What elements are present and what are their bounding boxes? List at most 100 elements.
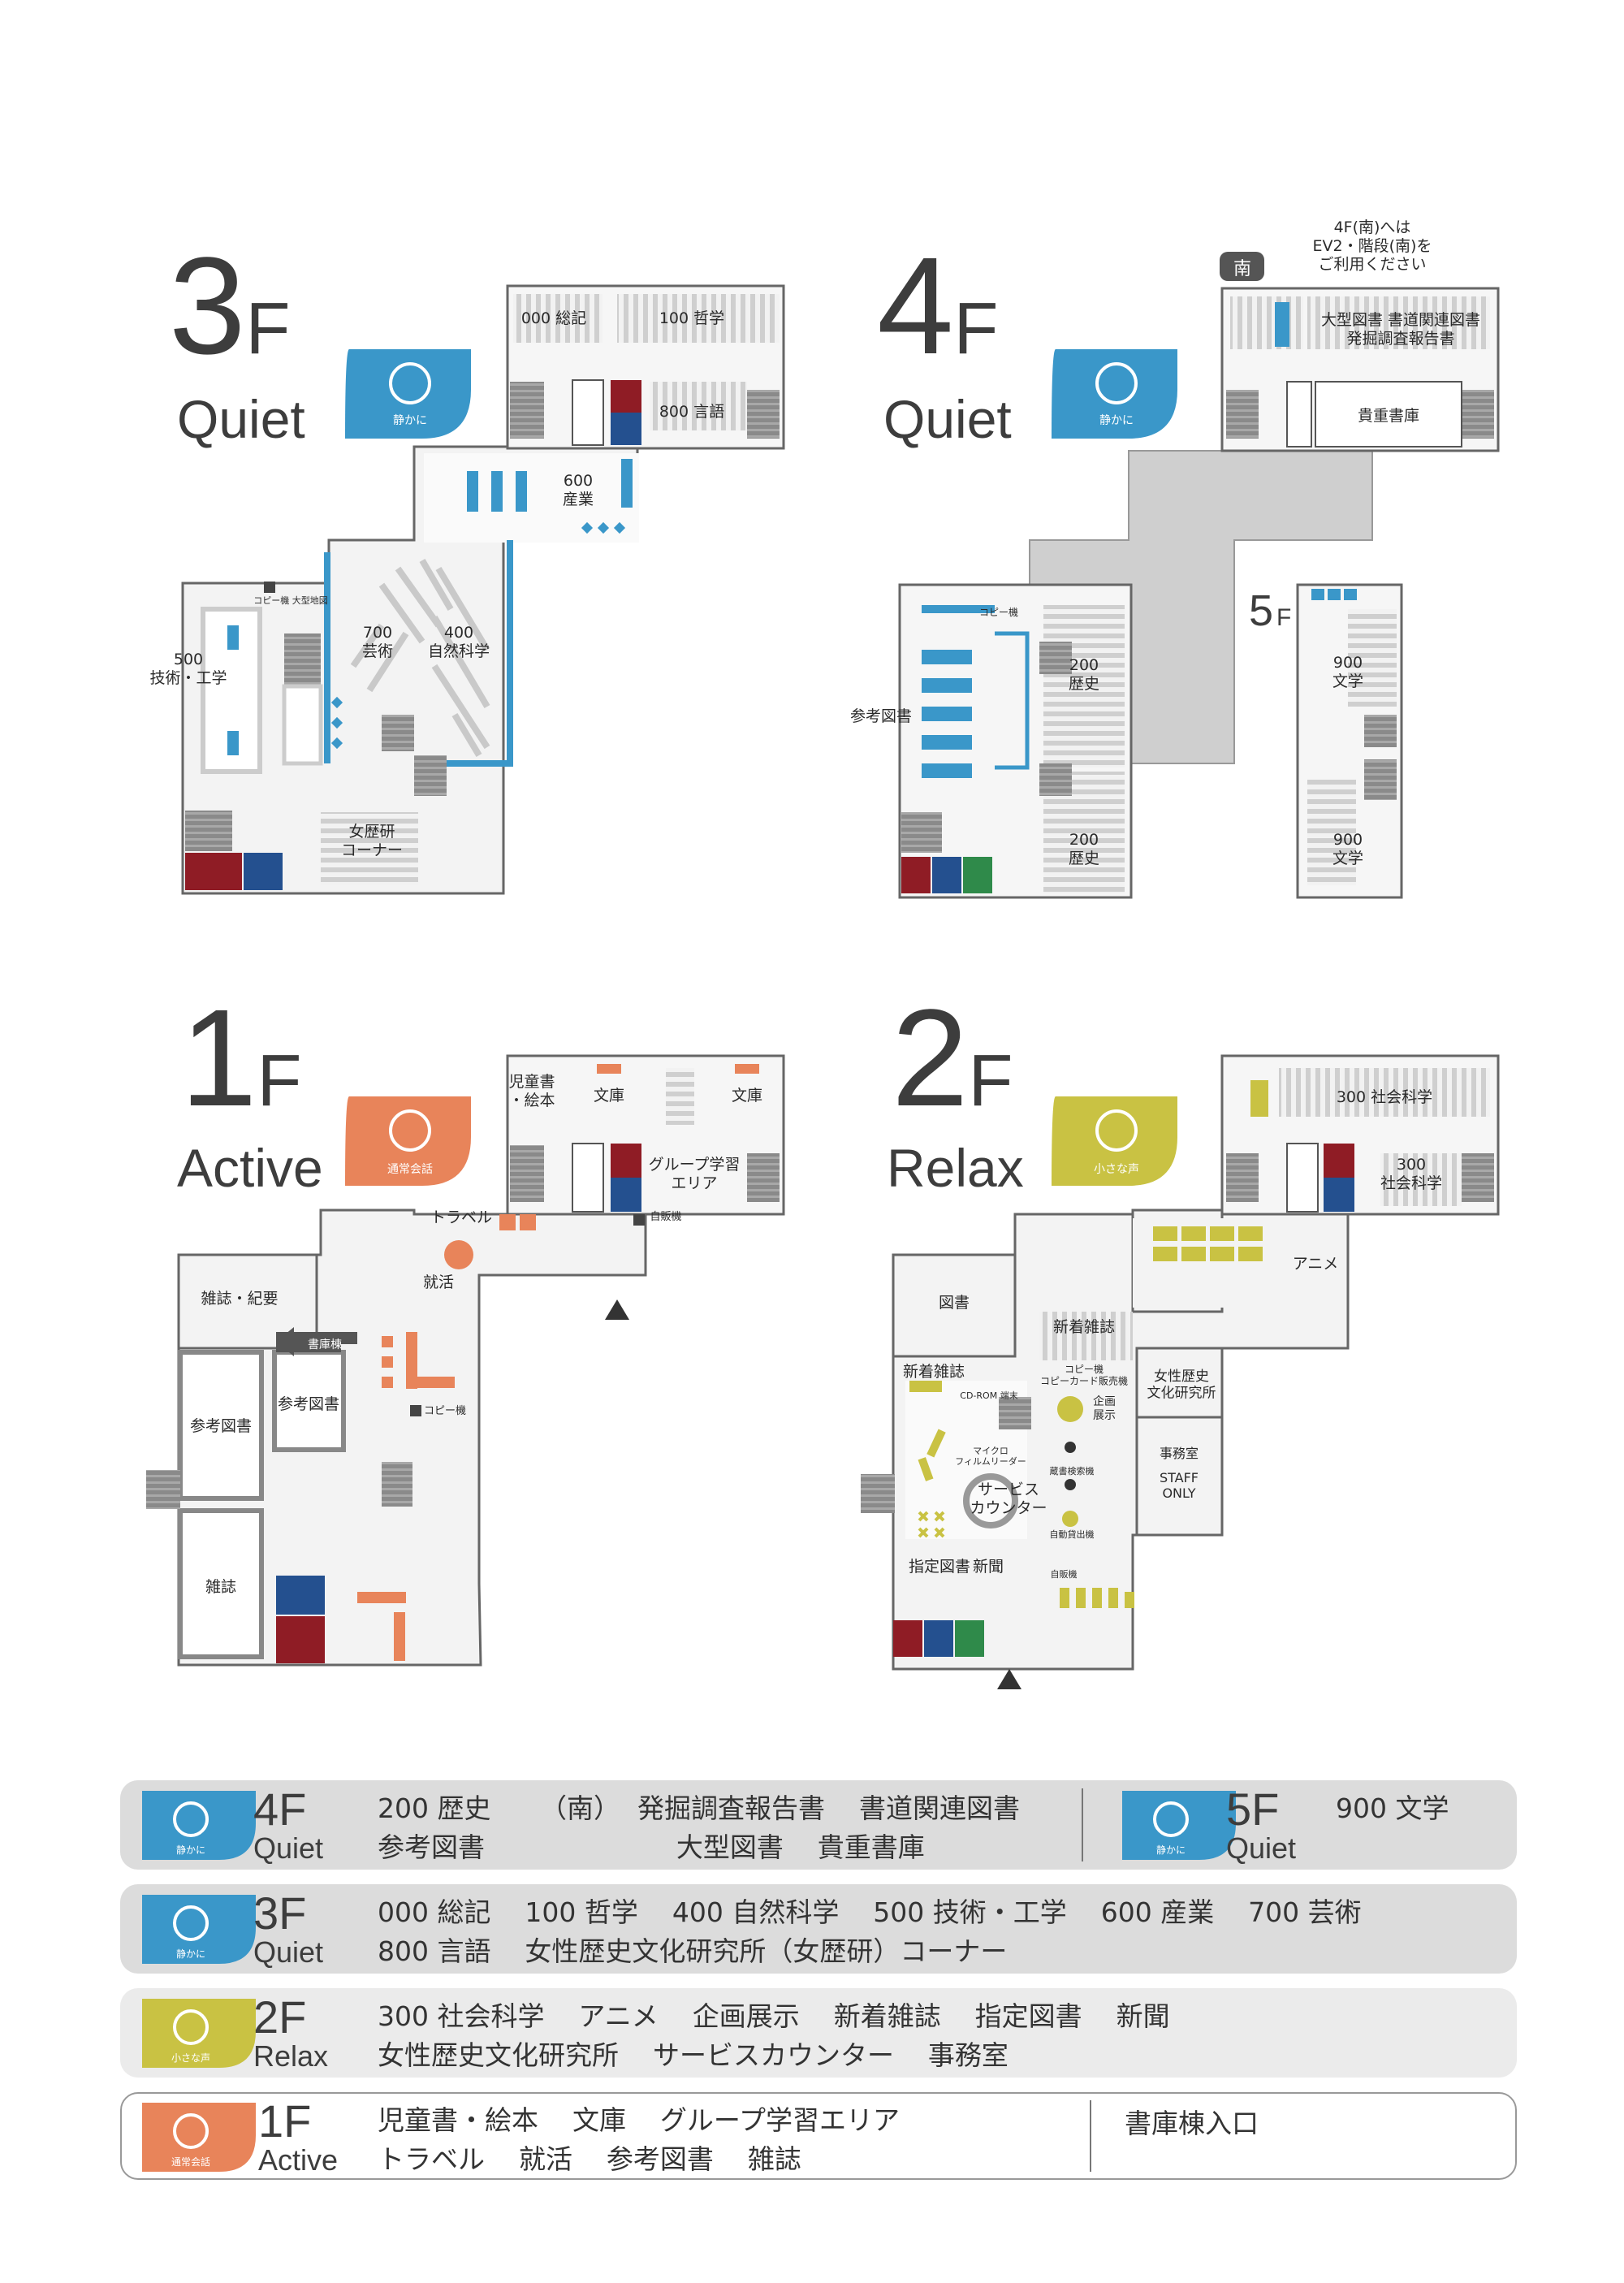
label-news: 新聞 [973, 1558, 1004, 1576]
legend-4f-mid2: 大型図書 貴重書庫 [540, 1831, 925, 1863]
label-100: 100 哲学 [659, 309, 724, 327]
label-vending: 自販機 [1051, 1568, 1078, 1580]
label-children: 児童書・絵本 [508, 1073, 555, 1109]
label-micro: マイクロフィルムリーダー [955, 1446, 1026, 1467]
floor-unit: F [257, 1040, 302, 1122]
legend-3f-line1: 000 総記 100 哲学 400 自然科学 500 技術・工学 600 産業 … [378, 1896, 1362, 1928]
label-anime: アニメ [1293, 1255, 1339, 1273]
legend-floor-mode: Quiet [1226, 1831, 1297, 1865]
label-books: 図書 [939, 1294, 970, 1312]
label-search: 蔵書検索機 [1050, 1465, 1095, 1477]
legend-row-4f [120, 1780, 1517, 1870]
legend-row-2f [120, 1988, 1517, 2078]
legend-1f-line1: 児童書・絵本 文庫 グループ学習エリア [378, 2104, 900, 2136]
badge-3f: 静かに [345, 349, 471, 439]
badge-2f: 小さな声 [1052, 1096, 1177, 1186]
label-reference1: 参考図書 [190, 1417, 252, 1435]
label-service: サービスカウンター [970, 1481, 1047, 1517]
label-cdrom: CD-ROM 端末 [960, 1390, 1017, 1401]
legend-3f-line2: 800 言語 女性歴史文化研究所（女歴研）コーナー [378, 1935, 1008, 1967]
label-office: 事務室 [1160, 1446, 1199, 1461]
label-group: グループ学習エリア [649, 1156, 741, 1192]
label-reference: 参考図書 [850, 707, 912, 725]
legend-floor-mode: Active [258, 2143, 339, 2177]
legend-badge-2f: 小さな声 [142, 1999, 256, 2068]
legend-3f-floor: 3F Quiet [253, 1891, 323, 1967]
legend-floor-number: 1F [258, 2095, 312, 2147]
legend-badge-5f: 静かに [1122, 1791, 1236, 1860]
label-reference2: 参考図書 [278, 1395, 339, 1413]
legend-badge-text: 静かに [1156, 1844, 1186, 1856]
legend-2f-line1: 300 社会科学 アニメ 企画展示 新着雑誌 指定図書 新聞 [378, 2000, 1170, 2032]
label-bunko1: 文庫 [594, 1087, 624, 1105]
label-vending: 自販機 [650, 1211, 681, 1223]
badge-2f-text: 小さな声 [1094, 1163, 1139, 1176]
legend-5f-line: 900 文学 [1336, 1792, 1449, 1824]
floor-5f-num: 5 [1249, 586, 1273, 635]
legend-divider [1090, 2100, 1091, 2172]
legend-badge-4f: 静かに [142, 1791, 256, 1860]
legend-row-3f [120, 1884, 1517, 1974]
legend-5f-floor: 5F Quiet [1226, 1787, 1296, 1863]
legend-floor-mode: Quiet [253, 1935, 324, 1969]
legend-floor-mode: Quiet [253, 1831, 324, 1865]
legend-badge-3f: 静かに [142, 1895, 256, 1964]
label-copy: コピー機 [424, 1405, 466, 1417]
label-exhibit: 企画展示 [1093, 1394, 1116, 1422]
label-copy: コピー機コピーカード販売機 [1040, 1363, 1128, 1386]
floor-4f-title: 4F [877, 237, 999, 375]
floor-unit: F [968, 1040, 1013, 1122]
legend-1f-right: 書庫棟入口 [1125, 2108, 1259, 2139]
legend-4f-floor: 4F Quiet [253, 1787, 323, 1863]
floor-3f-mode: Quiet [177, 389, 305, 449]
floor-4f-mode: Quiet [883, 389, 1012, 449]
label-south: 南 [1233, 259, 1251, 279]
floor-1f-mode: Active [177, 1138, 323, 1198]
legend-badge-text: 静かに [176, 1844, 205, 1856]
legend-1f-floor: 1F Active [258, 2099, 338, 2175]
floor-number: 3 [169, 229, 246, 383]
legend-4f-mid1: （南） 発掘調査報告書 書道関連図書 [540, 1792, 1020, 1824]
floor-5f-unit: F [1276, 604, 1291, 631]
label-magazine: 雑誌・紀要 [201, 1290, 278, 1308]
legend-floor-number: 4F [253, 1784, 307, 1835]
label-womens: 女性歴史文化研究所 [1147, 1369, 1216, 1401]
legend-floor-number: 3F [253, 1887, 307, 1939]
legend-badge-text: 通常会話 [171, 2155, 210, 2168]
label-auto: 自動貸出機 [1050, 1528, 1095, 1540]
label-travel: トラベル [430, 1209, 492, 1226]
label-copy: コピー機 大型地図 [253, 595, 328, 606]
label-social1: 300 社会科学 [1337, 1088, 1432, 1106]
label-large: 大型図書 書道関連図書発掘調査報告書 [1321, 311, 1480, 348]
label-000: 000 総記 [521, 309, 586, 327]
legend-4f-line1: 200 歴史 [378, 1792, 491, 1824]
floor-1f-title: 1F [180, 989, 302, 1127]
legend-1f-line2: トラベル 就活 参考図書 雑誌 [378, 2143, 801, 2175]
label-newmag: 新着雑誌 [1053, 1318, 1115, 1336]
badge-1f-text: 通常会話 [387, 1162, 433, 1176]
legend-4f-line2: 参考図書 [378, 1831, 485, 1863]
plan-1f: 児童書・絵本 文庫 文庫 グループ学習エリア 自販機 トラベル 就活 雑誌・紀要… [146, 1054, 785, 1667]
label-stack: 書庫棟 [308, 1338, 342, 1351]
label-job: 就活 [423, 1273, 454, 1291]
floor-number: 2 [892, 981, 969, 1135]
label-designated: 指定図書 [909, 1558, 970, 1576]
legend-floor-number: 5F [1226, 1784, 1280, 1835]
label-newmag2: 新着雑誌 [903, 1363, 965, 1381]
badge-4f-text: 静かに [1099, 414, 1134, 427]
label-800: 800 言語 [659, 403, 724, 421]
label-magazines2: 雑誌 [205, 1578, 236, 1596]
